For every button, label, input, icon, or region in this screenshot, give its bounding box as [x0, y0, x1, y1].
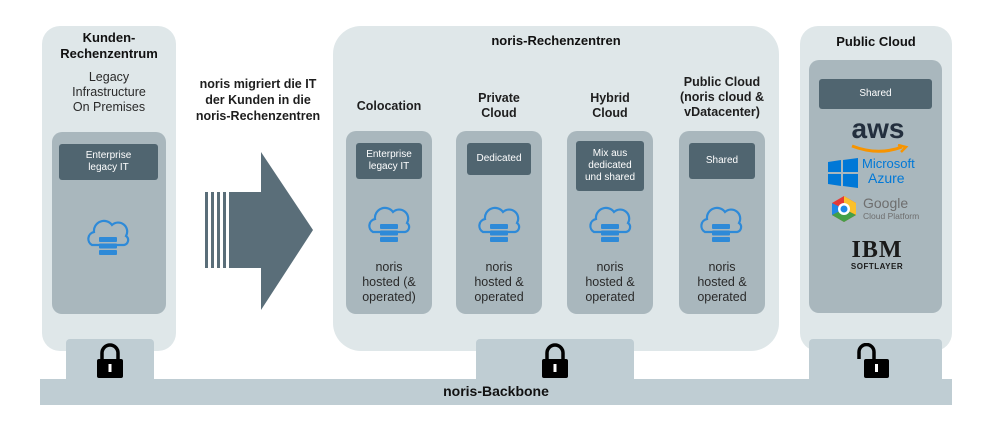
public-cloud-title: Public Cloud — [836, 34, 916, 49]
column-label-private-cloud: Private Cloud — [478, 91, 520, 120]
cloud-database-icon — [589, 206, 632, 242]
column-label-colocation: Colocation — [356, 99, 422, 113]
colocation-hosted-text: noris hosted (& operated) — [362, 260, 416, 304]
cloud-database-icon — [700, 206, 743, 242]
public-cloud-shared-chip: Shared — [819, 79, 932, 109]
backbone-label: noris-Backbone — [443, 383, 549, 399]
column-label-public-cloud-noris: Public Cloud (noris cloud & vDatacenter) — [679, 75, 765, 119]
microsoft-text: Microsoft — [862, 156, 915, 171]
aws-logo: aws — [838, 114, 918, 156]
lock-closed-icon — [97, 343, 123, 378]
noris-datacenter-title: noris-Rechenzentren — [491, 33, 621, 48]
hybrid-cloud-hosted-text: noris hosted & operated — [585, 260, 635, 304]
migration-text: noris migriert die IT der Kunden in die … — [195, 77, 321, 123]
aws-logo-text: aws — [851, 113, 905, 144]
customer-datacenter-title: Kunden- Rechenzentrum — [60, 30, 158, 61]
public-cloud-noris-chip: Shared — [689, 143, 755, 179]
migration-arrow — [205, 152, 313, 310]
hybrid-cloud-chip: Mix aus dedicated und shared — [576, 141, 644, 191]
aws-smile-icon — [851, 144, 909, 153]
colocation-chip: Enterprise legacy IT — [356, 143, 422, 179]
private-cloud-hosted-text: noris hosted & operated — [474, 260, 524, 304]
cloud-database-icon — [368, 206, 411, 242]
public-cloud-noris-hosted-text: noris hosted & operated — [697, 260, 747, 304]
lock-closed-icon — [542, 343, 568, 378]
softlayer-text: SOFTLAYER — [850, 262, 904, 271]
private-cloud-chip: Dedicated — [467, 143, 531, 175]
ibm-softlayer-logo: IBM SOFTLAYER — [846, 238, 908, 274]
backbone-bar — [40, 379, 952, 405]
windows-icon — [828, 158, 858, 188]
google-text: Google — [863, 195, 909, 211]
lock-open-icon — [857, 343, 889, 378]
cloud-platform-text: Cloud Platform — [863, 211, 920, 221]
customer-datacenter-subtitle: Legacy Infrastructure On Premises — [72, 70, 146, 114]
ibm-text: IBM — [846, 238, 908, 262]
google-cloud-hexagon-icon — [832, 196, 856, 222]
azure-text: Azure — [868, 170, 905, 186]
customer-enterprise-chip: Enterprise legacy IT — [59, 144, 158, 180]
column-label-hybrid-cloud: Hybrid Cloud — [590, 91, 630, 120]
google-cloud-logo: Google Cloud Platform — [830, 195, 940, 225]
microsoft-azure-logo: Microsoft Azure — [828, 156, 933, 190]
cloud-database-icon — [87, 219, 130, 255]
cloud-database-icon — [478, 206, 521, 242]
